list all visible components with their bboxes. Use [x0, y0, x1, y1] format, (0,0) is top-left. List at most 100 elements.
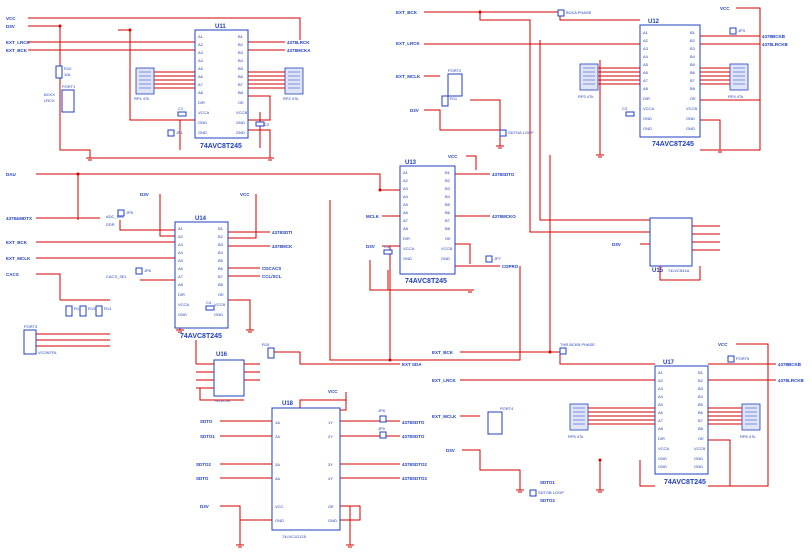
svg-text:R12: R12 — [74, 306, 82, 311]
rnet-rp6: RP6 47k — [740, 403, 761, 439]
net-4378mck: 4378MCK — [272, 244, 293, 249]
section-u11: VCC D3V EXT_LRCK EXT_BCK U11 74AVC8T245 … — [6, 16, 311, 161]
svg-text:B8: B8 — [698, 426, 704, 431]
net-sdto2-b: SDTO2 — [196, 462, 211, 467]
svg-text:DIR: DIR — [178, 292, 185, 297]
resistor-r15: R15 — [262, 342, 275, 359]
svg-text:RP2 47k: RP2 47k — [283, 96, 298, 101]
net-sdto-b2: SDTO — [196, 476, 209, 481]
svg-text:A6: A6 — [403, 210, 409, 215]
svg-text:3Y: 3Y — [328, 462, 333, 467]
svg-text:A5: A5 — [658, 402, 664, 407]
chip-u13 — [399, 165, 456, 275]
svg-text:A7: A7 — [643, 78, 649, 83]
net-cacs: CACS — [6, 272, 19, 277]
svg-text:GND: GND — [686, 116, 695, 121]
svg-text:A7: A7 — [658, 418, 664, 423]
svg-text:JP3: JP3 — [738, 28, 746, 33]
net-ext-mclk-tr: EXT_MCLK — [396, 74, 421, 79]
svg-text:A4: A4 — [198, 58, 204, 63]
net-4378sdto-out2: 4378SDTO — [402, 434, 425, 439]
svg-text:B2: B2 — [445, 178, 451, 183]
svg-text:JP7: JP7 — [494, 256, 502, 261]
svg-text:B6: B6 — [238, 74, 244, 79]
net-d3v-r: D3V — [612, 242, 621, 247]
net-sdto-b1: SDTO — [200, 419, 213, 424]
svg-text:A8: A8 — [643, 86, 649, 91]
junction-dots — [58, 10, 602, 462]
svg-text:C1: C1 — [178, 106, 184, 111]
svg-text:A1: A1 — [643, 30, 649, 35]
svg-text:B7: B7 — [698, 418, 704, 423]
svg-text:GND: GND — [236, 130, 245, 135]
port3-header: PORT3 VCONTRL — [23, 324, 58, 355]
svg-text:VCCA: VCCA — [178, 302, 189, 307]
svg-text:C5: C5 — [384, 244, 390, 249]
svg-text:JP9: JP9 — [378, 426, 386, 431]
svg-text:B7: B7 — [238, 82, 244, 87]
svg-text:GND: GND — [236, 120, 245, 125]
cap-c1: C1 — [177, 106, 187, 117]
port2-header: PORT2 — [447, 68, 463, 97]
svg-text:B8: B8 — [218, 282, 224, 287]
svg-text:CACS_SEL: CACS_SEL — [106, 274, 128, 279]
svg-text:VCCB: VCCB — [236, 110, 247, 115]
net-cdpro: CDPRO — [502, 264, 519, 269]
cap-c3: C3 — [622, 106, 635, 117]
svg-text:JP1: JP1 — [176, 130, 184, 135]
net-ext-mclk-br: EXT_MCLK — [432, 414, 457, 419]
resistor-r11: R11 — [441, 95, 458, 107]
net-ccl-scl: CCL/SCL — [262, 274, 282, 279]
svg-text:3A: 3A — [275, 462, 280, 467]
svg-text:VCCB: VCCB — [694, 446, 705, 451]
svg-text:VCCB: VCCB — [214, 302, 225, 307]
svg-text:A7: A7 — [178, 274, 184, 279]
net-4378bckb: 4378BCKB — [762, 34, 786, 39]
net-4378lrckb: 4378LRCKB — [762, 42, 789, 47]
svg-text:B3: B3 — [698, 386, 704, 391]
svg-text:B1: B1 — [218, 226, 224, 231]
svg-text:A3: A3 — [658, 386, 664, 391]
net-4378bckb-br: 4378BCKB — [778, 362, 802, 367]
jumper-jp1: JP1 — [167, 129, 184, 137]
port4-header: PORT4 — [487, 406, 514, 435]
svg-text:B2: B2 — [698, 378, 704, 383]
svg-text:GND: GND — [441, 256, 450, 261]
svg-text:GND: GND — [198, 120, 207, 125]
u16-ref: U16 — [216, 352, 228, 358]
svg-text:GND: GND — [643, 116, 652, 121]
net-4378sdto3: 4378SDTO3 — [402, 476, 427, 481]
svg-text:OE: OE — [690, 96, 696, 101]
net-4378lrck: 4378LRCK — [287, 40, 310, 45]
svg-text:1A: 1A — [275, 420, 280, 425]
port1-header: PORT1 BCKX LRCX — [44, 84, 76, 113]
svg-text:RP5 47k: RP5 47k — [568, 434, 583, 439]
svg-text:B6: B6 — [698, 410, 704, 415]
svg-text:JP5: JP5 — [126, 210, 134, 215]
svg-text:A5: A5 — [403, 202, 409, 207]
svg-text:A5: A5 — [178, 258, 184, 263]
svg-text:GND: GND — [686, 126, 695, 131]
net-vcc-br: VCC — [718, 342, 728, 347]
svg-text:DIR: DIR — [198, 100, 205, 105]
jumper-jp10: THR BCKB PHASE — [559, 342, 595, 355]
net-vcc-b: VCC — [328, 389, 338, 394]
svg-text:RP1 47k: RP1 47k — [134, 96, 149, 101]
svg-text:B5: B5 — [445, 202, 451, 207]
svg-text:B7: B7 — [445, 218, 451, 223]
section-u18: SDTO SDTO1 SDTO2 SDTO D3V VCC U18 74LVC1… — [196, 389, 427, 548]
svg-text:A8: A8 — [178, 282, 184, 287]
u14-part: 74AVC8T245 — [180, 333, 222, 340]
svg-text:PORT5: PORT5 — [736, 356, 750, 361]
svg-text:RP3 47k: RP3 47k — [578, 94, 593, 99]
net-d3v-tr: D3V — [410, 108, 419, 113]
svg-text:B2: B2 — [690, 38, 696, 43]
svg-text:B5: B5 — [238, 66, 244, 71]
net-4378sdti: 4378SDTI — [272, 230, 292, 235]
u17-part: 74AVC8T245 — [664, 479, 706, 486]
section-u17: EXT_BCK EXT_LRCK EXT_MCLK D3V VCC U17 74… — [432, 155, 805, 503]
resistor-r12: R12 — [65, 305, 82, 317]
jumper-jp-sdtob: SDTOB LOOP — [529, 489, 564, 497]
net-ext-lrck-tl: EXT_LRCK — [6, 40, 31, 45]
svg-text:B8: B8 — [690, 86, 696, 91]
